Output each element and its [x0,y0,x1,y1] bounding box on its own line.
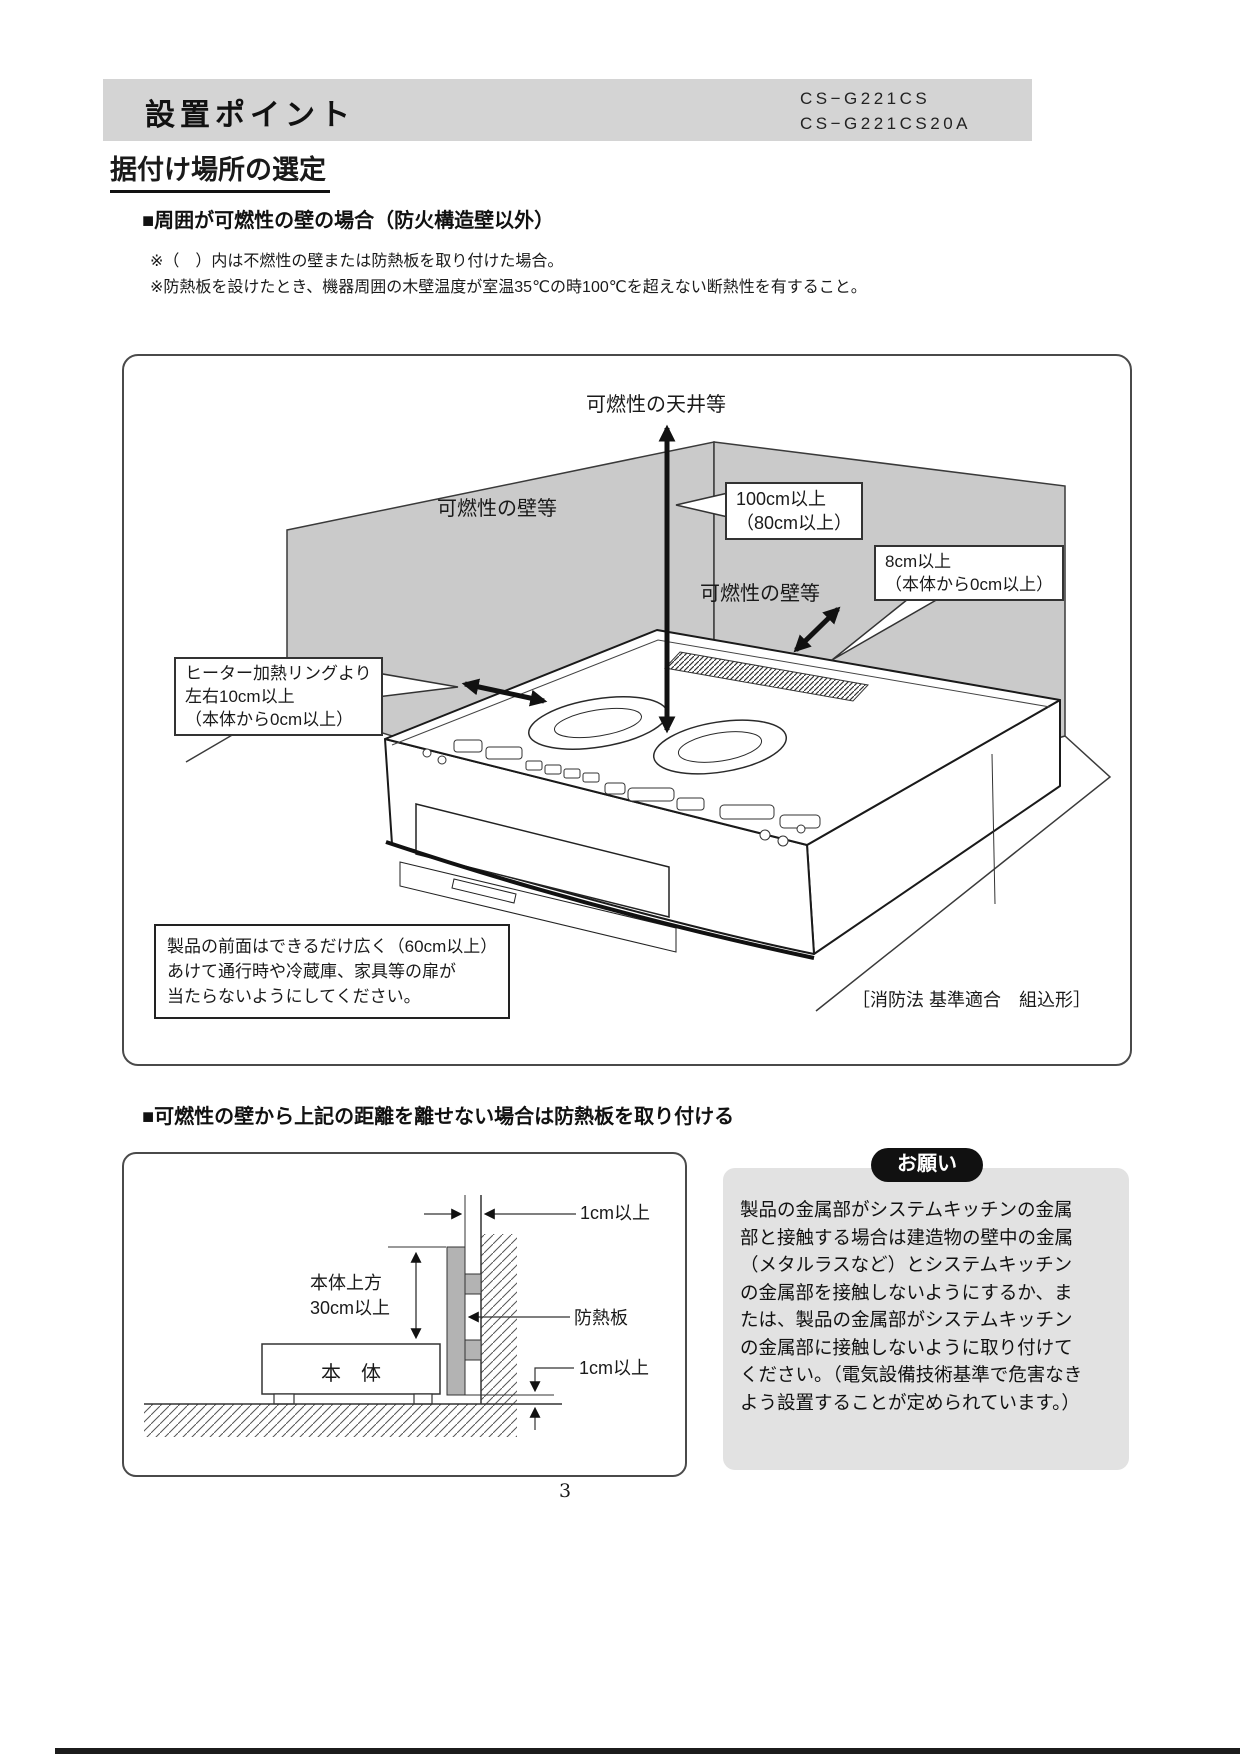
notice-line: よう設置することが定められています。） [740,1391,1080,1413]
unit-body-label: 本 体 [321,1363,381,1385]
callout-side-distance: 8cm以上 （本体から0cm以上） [874,545,1065,601]
heat-shield-label: 防熱板 [574,1308,628,1328]
cooker-illustration [384,629,1061,960]
above-clearance-line1: 本体上方 [310,1273,382,1293]
bottom-gap-arrow-down [529,1367,574,1393]
section-title: 据付け場所の選定 [110,148,330,193]
installation-clearance-diagram: 可燃性の天井等 可燃性の壁等 可燃性の壁等 100cm以上 （80cm以上） 8… [122,354,1132,1066]
notice-line: ください。（電気設備技術基準で危害なき [740,1364,1083,1385]
page-title: 設置ポイント [145,99,355,132]
heat-shield-canvas [144,1195,576,1437]
unit-body-outline [261,1343,441,1395]
callout-ceiling-line1: 100cm以上 [736,489,827,509]
front-note-line3: 当たらないようにしてください。 [167,987,421,1006]
heat-shield-board [446,1246,466,1396]
callout-ceiling-distance: 100cm以上 （80cm以上） [725,482,864,540]
left-wall-label: 可燃性の壁等 [437,498,557,520]
callout-heater-line3: （本体から0cm以上） [185,710,354,729]
notice-line: たは、製品の金属部がシステムキッチン [740,1309,1073,1330]
notice-line: 製品の金属部がシステムキッチンの金属 [740,1199,1073,1220]
above-clearance-line2: 30cm以上 [310,1298,391,1318]
notice-text: 製品の金属部がシステムキッチンの金属 部と接触する場合は建造物の壁中の金属 （メ… [740,1196,1082,1416]
wall-hatch [481,1234,517,1404]
notice-line: の金属部を接触しないようにするか、ま [740,1281,1073,1303]
callout-heater-ring: ヒーター加熱リングより 左右10cm以上 （本体から0cm以上） [174,657,383,736]
notice-badge: お願い [871,1148,983,1182]
unit-foot-left [273,1393,295,1405]
bottom-gap-label: 1cm以上 [579,1358,650,1378]
callout-heater-line2: 左右10cm以上 [185,687,295,706]
subsection1-heading: ■周囲が可燃性の壁の場合（防火構造壁以外） [142,210,555,232]
fire-law-label: ［消防法 基準適合 組込形］ [852,990,1091,1010]
drawer-handle [451,878,517,904]
note-2: ※防熱板を設けたとき、機器周囲の木壁温度が室温35℃の時100℃を超えない断熱性… [150,279,867,296]
ceiling-label: 可燃性の天井等 [586,394,726,416]
notice-line: （メタルラスなど）とシステムキッチン [740,1254,1073,1275]
callout-side-line1: 8cm以上 [885,552,952,571]
model-number-line2: CS−G221CS20A [800,114,971,133]
callout-heater-line1: ヒーター加熱リングより [185,664,372,683]
installation-diagram-canvas [185,424,1112,1012]
heat-shield-diagram: 1cm以上 本体上方 30cm以上 防熱板 本 体 1cm以上 [122,1152,687,1477]
floor-hatch [144,1404,517,1437]
floor-edge-right [815,735,1112,1012]
subsection2-heading: ■可燃性の壁から上記の距離を離せない場合は防熱板を取り付ける [142,1106,735,1128]
model-numbers: CS−G221CS CS−G221CS20A [800,86,971,136]
front-note-line1: 製品の前面はできるだけ広く（60cm以上） [167,937,498,956]
model-number-line1: CS−G221CS [800,89,931,108]
unit-foot-right [413,1393,433,1405]
above-clearance-label: 本体上方 30cm以上 [310,1271,390,1321]
cooker-top-bevel [391,639,1051,746]
right-wall-label: 可燃性の壁等 [700,583,820,605]
control-panel-details [422,739,821,847]
cooker-bottom-edge [385,840,815,960]
note-1: ※（ ）内は不燃性の壁または防熱板を取り付けた場合。 [150,253,564,270]
grill-door [415,803,670,918]
right-face-seam [991,753,996,905]
page-number: 3 [558,1480,572,1502]
right-side-clearance-arrow [793,606,841,653]
front-clearance-note: 製品の前面はできるだけ広く（60cm以上） あけて通行時や冷蔵庫、家具等の扉が … [154,924,511,1019]
front-note-line2: あけて通行時や冷蔵庫、家具等の扉が [167,962,456,981]
bottom-scan-edge [55,1748,1240,1754]
callout-ceiling-line2: （80cm以上） [736,513,853,533]
header-bar: 設置ポイント CS−G221CS CS−G221CS20A [103,79,1032,141]
shield-spacer-bottom [464,1339,482,1361]
notice-box: 製品の金属部がシステムキッチンの金属 部と接触する場合は建造物の壁中の金属 （メ… [723,1168,1129,1470]
top-gap-label: 1cm以上 [580,1203,651,1223]
left-side-clearance-arrow [461,678,548,707]
notice-line: 部と接触する場合は建造物の壁中の金属 [740,1226,1074,1248]
notice-line: の金属部に接触しないように取り付けて [740,1336,1073,1358]
shield-spacer-top [464,1273,482,1295]
callout-side-line2: （本体から0cm以上） [885,575,1054,594]
cooktop-burner-right [652,719,788,775]
